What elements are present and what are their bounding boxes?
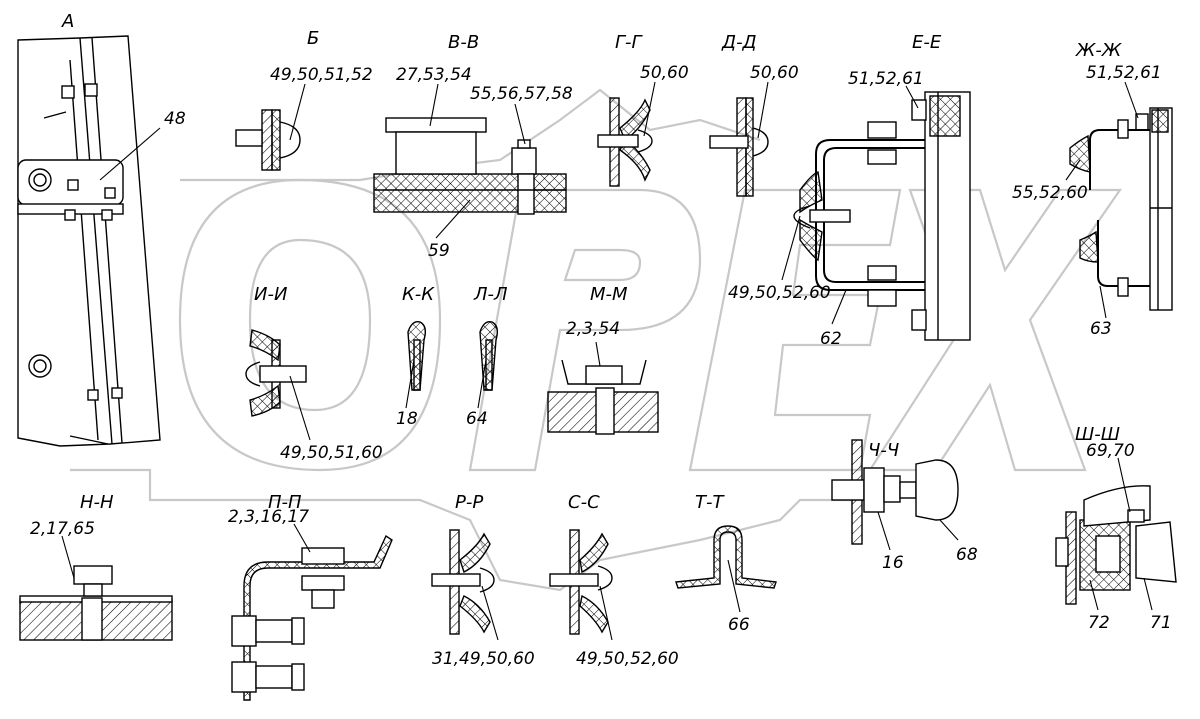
view-ZhZh: 51,52,61 55,52,60 63	[1012, 63, 1173, 339]
callout-50-60-g: 50,60	[640, 63, 689, 83]
section-NN: Н-Н	[80, 492, 114, 513]
callout-71: 71	[1150, 613, 1172, 633]
callout-2-17-65: 2,17,65	[30, 519, 95, 539]
callout-51-52-61-e: 51,52,61	[848, 69, 924, 89]
section-PP: П-П	[268, 492, 302, 513]
callout-50-60-d: 50,60	[750, 63, 799, 83]
section-EE: Е-Е	[912, 32, 942, 53]
view-VV: 27,53,54 55,56,57,58 59	[373, 65, 573, 261]
callout-48: 48	[164, 109, 186, 129]
view-DD: 50,60	[709, 63, 799, 197]
callout-68: 68	[956, 545, 978, 565]
callout-2-3-16-17: 2,3,16,17	[228, 507, 309, 527]
callout-62: 62	[820, 329, 842, 349]
section-ChCh: Ч-Ч	[868, 440, 899, 461]
section-GG: Г-Г	[615, 32, 644, 53]
section-SS: С-С	[568, 492, 600, 513]
callout-64: 64	[466, 409, 488, 429]
callout-63: 63	[1090, 319, 1112, 339]
callout-59: 59	[428, 241, 450, 261]
callout-55-56-57-58: 55,56,57,58	[470, 84, 573, 104]
view-GG: 50,60	[597, 63, 689, 187]
view-MM: 2,3,54	[547, 319, 659, 435]
section-DD: Д-Д	[721, 32, 757, 53]
view-A: 48	[17, 35, 186, 447]
callout-49-50-51-60: 49,50,51,60	[280, 443, 383, 463]
view-TT: 66	[675, 525, 777, 635]
section-TT: Т-Т	[695, 492, 725, 513]
section-LL: Л-Л	[473, 284, 508, 305]
callout-51-52-61-zh: 51,52,61	[1086, 63, 1162, 83]
callout-49-50-51-52: 49,50,51,52	[270, 65, 373, 85]
section-VV: В-В	[448, 32, 479, 53]
callout-27-53-54: 27,53,54	[396, 65, 472, 85]
view-B: 49,50,51,52	[235, 65, 373, 171]
section-labels: А Б В-В Г-Г Д-Д Е-Е Ж-Ж И-И К-К Л-Л М-М …	[61, 11, 1122, 513]
section-A: А	[61, 11, 74, 32]
callout-69-70: 69,70	[1086, 441, 1135, 461]
section-RR: Р-Р	[455, 492, 483, 513]
view-NN: 2,17,65	[19, 519, 173, 641]
callout-72: 72	[1088, 613, 1110, 633]
section-ZhZh: Ж-Ж	[1075, 40, 1122, 61]
section-MM: М-М	[590, 284, 628, 305]
view-ChCh: 16 68	[831, 439, 978, 573]
view-SS: 49,50,52,60	[549, 529, 679, 669]
view-II: 49,50,51,60	[245, 329, 383, 463]
view-ShSh: 69,70 72 71	[1055, 441, 1177, 633]
callout-18: 18	[396, 409, 418, 429]
callout-49-50-52-60-e: 49,50,52,60	[728, 283, 831, 303]
section-KK: К-К	[402, 284, 435, 305]
callout-2-3-54: 2,3,54	[566, 319, 620, 339]
view-EE: 51,52,61 49,50,52,60 62	[728, 69, 971, 349]
view-PP: 2,3,16,17	[228, 507, 393, 701]
callout-49-50-52-60-s: 49,50,52,60	[576, 649, 679, 669]
view-RR: 31,49,50,60	[431, 529, 535, 669]
callout-31-49-50-60: 31,49,50,60	[432, 649, 535, 669]
view-KK: 18	[396, 321, 427, 429]
section-B: Б	[307, 28, 319, 49]
callout-66: 66	[728, 615, 750, 635]
callout-55-52-60: 55,52,60	[1012, 183, 1088, 203]
callout-16: 16	[882, 553, 904, 573]
section-ShSh: Ш-Ш	[1075, 424, 1120, 445]
view-LL: 64	[466, 321, 499, 429]
section-II: И-И	[254, 284, 287, 305]
